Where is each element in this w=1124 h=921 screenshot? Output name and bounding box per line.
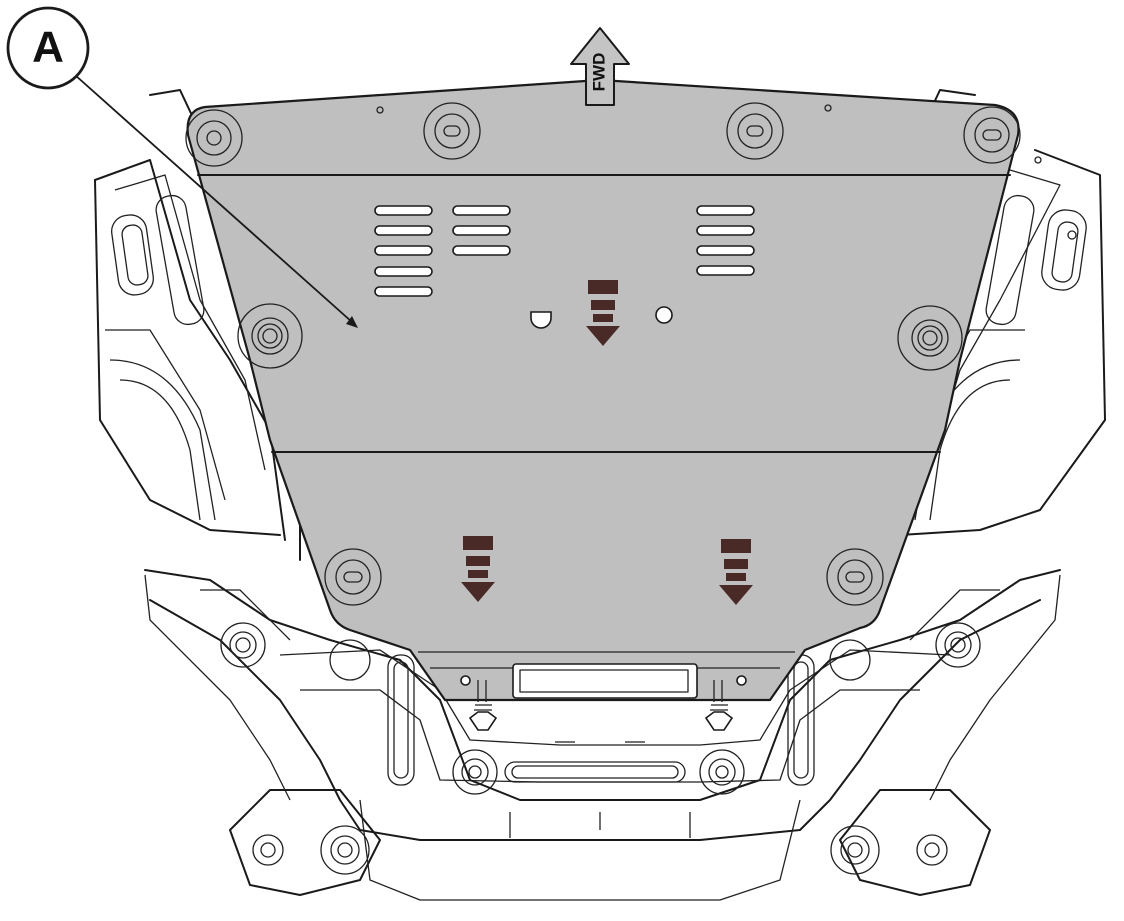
bolt-icon — [468, 711, 498, 731]
skid-plate — [185, 78, 1021, 702]
bushing-left-lower — [252, 825, 370, 875]
bolt-icon — [704, 711, 734, 731]
mount-boss-bottom-left — [324, 548, 382, 606]
mount-boss-bottom-right — [826, 548, 884, 606]
bushing-center-left — [452, 749, 498, 795]
rear-bolt-right — [704, 675, 747, 731]
skid-plate-body — [186, 78, 1020, 702]
leader-arrowhead — [346, 316, 358, 328]
leader-line — [74, 74, 353, 323]
mount-boss-top-right-2 — [726, 102, 784, 160]
mount-boss-top-left — [185, 109, 243, 167]
callout-label: A — [32, 23, 64, 72]
mount-boss-top-left-2 — [423, 102, 481, 160]
access-hole-left — [530, 311, 552, 329]
down-arrow-icon — [461, 536, 495, 602]
access-hole-right — [655, 306, 673, 324]
rear-bolt-left — [460, 675, 498, 731]
removal-direction-arrows — [461, 280, 753, 605]
callout-circle — [6, 6, 90, 90]
fwd-arrow-icon: FWD — [570, 27, 630, 106]
fwd-label: FWD — [589, 53, 608, 92]
down-arrow-icon — [586, 280, 620, 346]
bushing-right-upper — [935, 622, 981, 668]
callout-a: A — [6, 6, 358, 328]
bushing-center-right — [699, 749, 745, 795]
mount-boss-mid-right — [897, 305, 963, 371]
vent-slots-right — [696, 205, 755, 276]
bushing-right-lower — [830, 825, 948, 875]
bushing-left-upper — [220, 622, 266, 668]
vent-slots-left — [374, 205, 511, 297]
down-arrow-icon — [719, 539, 753, 605]
mount-boss-mid-left — [237, 303, 303, 369]
mount-boss-top-right — [963, 106, 1021, 164]
